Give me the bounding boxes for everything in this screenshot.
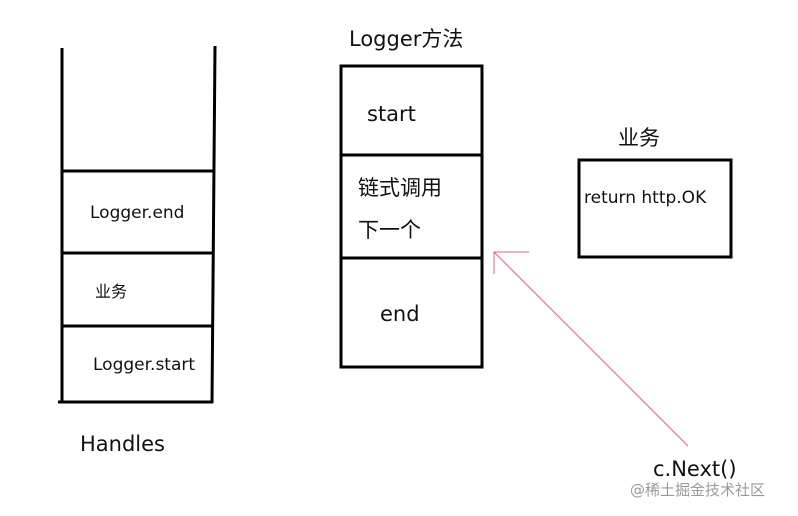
- logger-chain-line2: 下一个: [358, 218, 421, 242]
- business-box: [577, 158, 733, 259]
- logger-start: start: [367, 102, 416, 126]
- handles-right-wall: [210, 45, 217, 404]
- handles-cell-business: 业务: [95, 282, 128, 301]
- logger-title: Logger方法: [349, 27, 464, 51]
- next-arrow-label: c.Next(): [653, 457, 737, 481]
- logger-chain-line1: 链式调用: [358, 176, 442, 200]
- business-body: return http.OK: [584, 188, 707, 208]
- next-arrow-shaft: [493, 251, 689, 447]
- handles-cell-logger-start: Logger.start: [93, 355, 196, 375]
- logger-outline: [339, 64, 484, 369]
- handles-title: Handles: [80, 432, 165, 456]
- logger-end: end: [380, 302, 420, 326]
- business-title: 业务: [618, 126, 660, 150]
- next-arrow-head: [493, 251, 529, 274]
- handles-cell-logger-end: Logger.end: [90, 203, 185, 223]
- handles-stack: [58, 45, 217, 404]
- watermark: @稀土掘金技术社区: [630, 481, 766, 499]
- next-arrow: [493, 251, 689, 447]
- logger-box: [339, 64, 484, 369]
